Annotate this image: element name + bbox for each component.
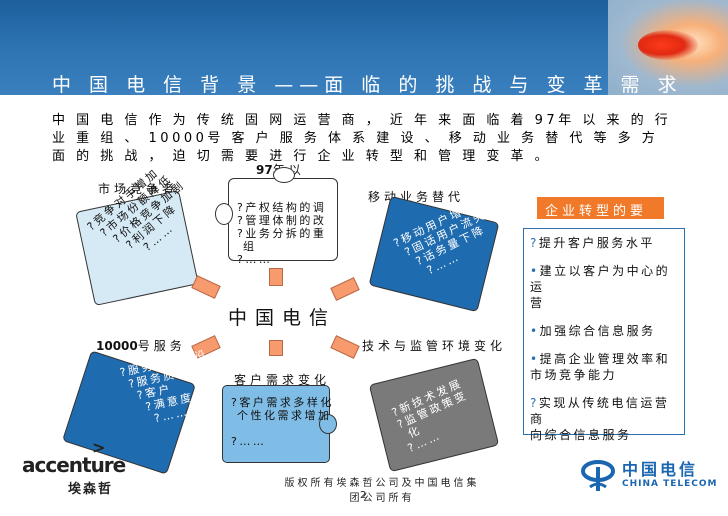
arrow-bottom-right-to-center <box>330 335 360 359</box>
top-puzzle-piece: ?产权结构的调 ?管理体制的改 ?业务分拆的重 组 ?…… <box>215 167 338 266</box>
bottom-left-label-text: 号服务 <box>137 339 186 353</box>
top-label-number: 97 <box>256 163 273 177</box>
top-piece-text: ?产权结构的调 ?管理体制的改 ?业务分拆的重 组 ?…… <box>237 201 327 266</box>
side-item: •建立以客户为中心的运 营 <box>530 263 680 311</box>
china-telecom-english-name: CHINA TELECOM <box>622 479 718 489</box>
side-panel: ?提升客户服务水平 •建立以客户为中心的运 营 •加强综合信息服务 •提高企业管… <box>523 228 685 442</box>
flame-image <box>638 30 698 60</box>
left-piece-text: ?竞争对手增加 ?市场份额降低 ?价格竞争加剧 ?利润下降 ?…… <box>84 165 188 274</box>
slide-title: 中 国 电 信 背 景 ——面 临 的 挑 战 与 变 革 需 求 <box>52 74 683 96</box>
side-item-text: 加强综合信息服务 <box>539 324 656 338</box>
bottom-middle-piece-text: ?客户需求多样化 个性化需求增加 ?…… <box>231 396 334 448</box>
bullet-icon: • <box>530 324 540 338</box>
side-item-text: 提高企业管理效率和 市场竞争能力 <box>530 352 671 382</box>
side-item: ?提升客户服务水平 <box>530 235 680 251</box>
bottom-middle-piece-label: 客户需求变化 <box>234 373 331 387</box>
arrow-top-to-center <box>269 268 283 286</box>
bottom-right-piece-label: 技术与监管环境变化 <box>362 339 507 353</box>
title-banner: 中 国 电 信 背 景 ——面 临 的 挑 战 与 变 革 需 求 <box>0 0 728 96</box>
left-piece-label: 市场竞争者 <box>98 182 179 196</box>
piece-tab <box>273 167 295 183</box>
arrow-left-to-center <box>191 275 221 299</box>
side-item-text: 建立以客户为中心的运 营 <box>530 264 671 310</box>
arrow-right-to-center <box>330 277 360 301</box>
bullet-icon: ? <box>530 236 539 250</box>
side-panel-header: 企业转型的要求 <box>537 197 664 238</box>
arrow-bottom-to-center <box>269 340 283 356</box>
side-item-text: 提升客户服务水平 <box>538 236 655 250</box>
bottom-right-piece-text: ?新技术发展 ?监管政策变 化 ?…… <box>389 376 470 455</box>
bullet-icon: • <box>530 264 540 278</box>
right-piece-text: ?移动用户增长 ?固话用户流失 ?话务量下降 ?…… <box>391 199 489 285</box>
right-puzzle-piece: ?移动用户增长 ?固话用户流失 ?话务量下降 ?…… <box>368 195 500 313</box>
piece-tab <box>319 414 337 434</box>
bullet-icon: • <box>530 352 540 366</box>
bottom-middle-puzzle-piece: ?客户需求多样化 个性化需求增加 ?…… <box>222 385 337 463</box>
bottom-left-label-number: 10000 <box>96 339 138 353</box>
side-item: •加强综合信息服务 <box>530 323 680 339</box>
intro-paragraph: 中 国 电 信 作 为 传 统 固 网 运 营 商 ， 近 年 来 面 临 着 … <box>52 113 672 164</box>
side-item: ?实现从传统电信运营商 向综合信息服务 <box>530 395 680 443</box>
side-item: •提高企业管理效率和 市场竞争能力 <box>530 351 680 383</box>
bottom-right-puzzle-piece: ?新技术发展 ?监管政策变 化 ?…… <box>368 357 500 473</box>
bottom-left-piece-label: 10000号服务 <box>96 337 186 354</box>
bottom-left-piece-text: ?服务体系建设 ?服务质量提升 ?客户 ?满意度提升 ?…… <box>118 347 222 431</box>
piece-tab <box>215 203 233 225</box>
china-telecom-logo-icon <box>581 460 615 491</box>
bullet-icon: ? <box>530 396 539 410</box>
side-item-text: 实现从传统电信运营商 向综合信息服务 <box>530 396 670 442</box>
page-number: 2 <box>360 490 367 501</box>
accenture-logo: accenture <box>22 453 126 477</box>
china-telecom-chinese-name: 中国电信 <box>622 460 699 479</box>
left-puzzle-piece: ?竞争对手增加 ?市场份额降低 ?价格竞争加剧 ?利润下降 ?…… <box>75 166 199 306</box>
center-company-name: 中国电信 <box>228 307 337 329</box>
accenture-arrow-icon: > <box>92 438 106 457</box>
accenture-chinese-name: 埃森哲 <box>68 482 114 497</box>
footer-copyright: 版权所有埃森哲公司及中国电信集团公司所有 <box>284 478 480 504</box>
